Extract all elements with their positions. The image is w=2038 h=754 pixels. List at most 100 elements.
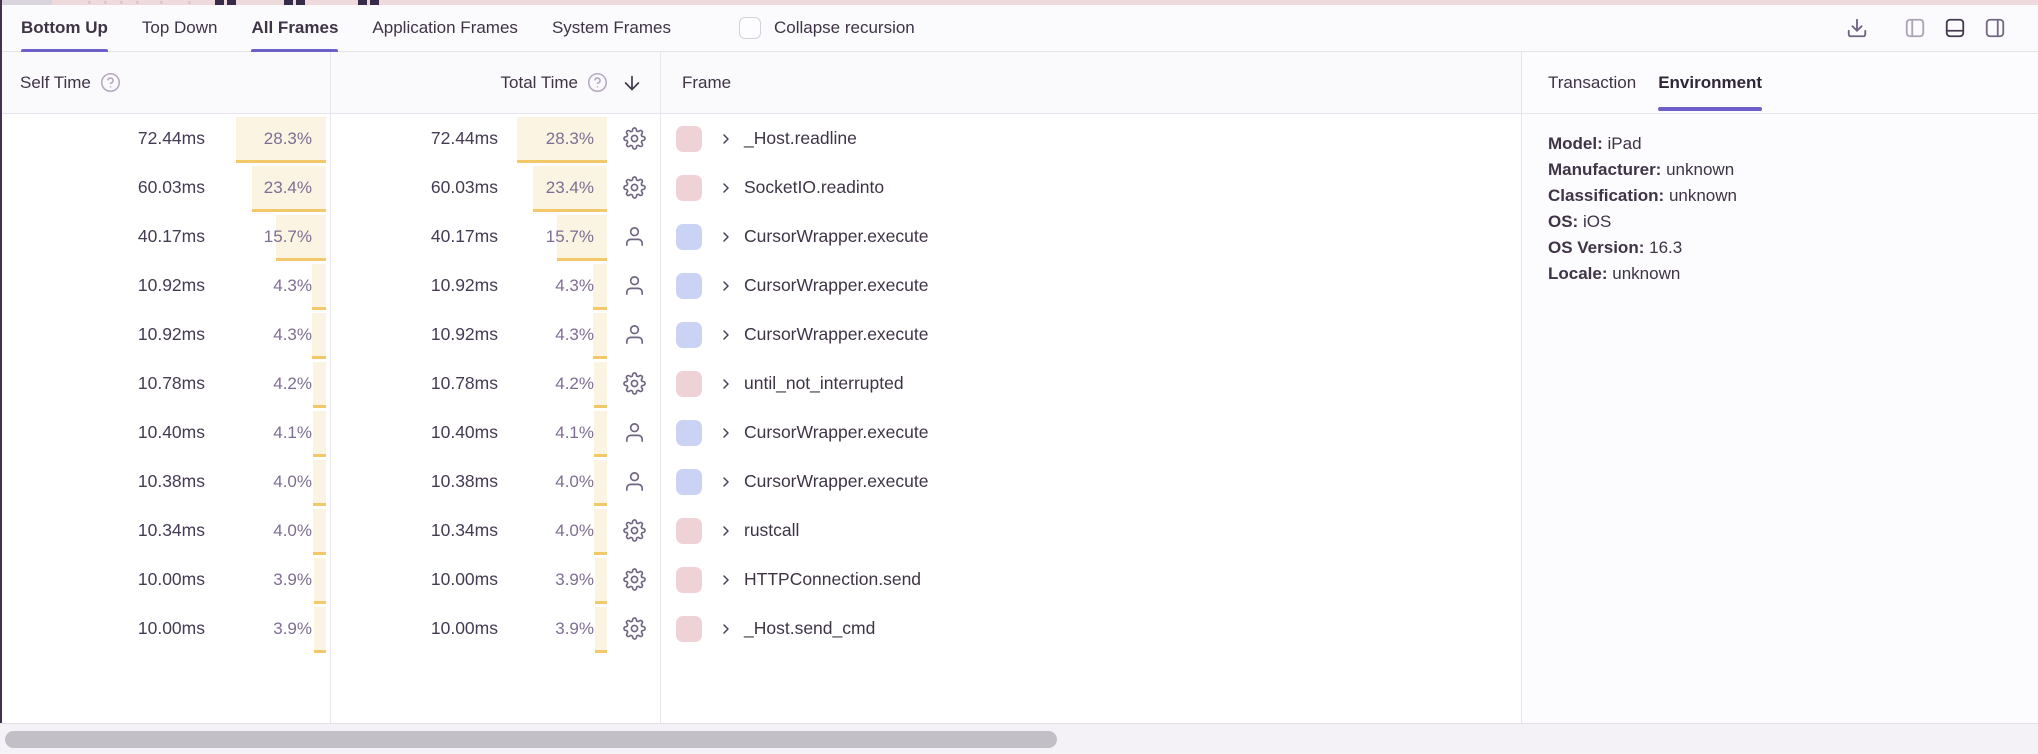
tab-system-frames[interactable]: System Frames — [551, 18, 671, 37]
frame-name: until_not_interrupted — [744, 373, 904, 393]
environment-item-value: iPad — [1607, 134, 1642, 153]
minimap-strip[interactable] — [0, 0, 2038, 5]
environment-item: Classification: unknown — [1548, 183, 2018, 209]
self-time-value: 10.34ms — [137, 520, 205, 540]
tab-application-frames[interactable]: Application Frames — [372, 18, 518, 37]
frame-name: CursorWrapper.execute — [744, 422, 929, 442]
horizontal-scrollbar[interactable] — [0, 723, 2038, 754]
self-time-value: 10.00ms — [137, 569, 205, 589]
self-time-percent: 4.0% — [273, 520, 312, 540]
environment-item-label: Classification: — [1548, 186, 1665, 205]
chevron-right-icon[interactable] — [718, 376, 734, 392]
panel-bottom-icon[interactable] — [1942, 15, 1968, 41]
total-time-cell: 10.92ms 4.3% — [330, 310, 660, 359]
self-time-percent-bar — [314, 607, 326, 653]
self-time-percent: 4.3% — [273, 324, 312, 344]
table-row[interactable]: 72.44ms 28.3% 72.44ms 28.3% — [0, 114, 1521, 163]
self-time-value: 72.44ms — [137, 128, 205, 148]
table-row[interactable]: 10.40ms 4.1% 10.40ms 4.1% — [0, 408, 1521, 457]
download-icon[interactable] — [1844, 15, 1870, 41]
self-time-percent-bar — [313, 460, 326, 506]
self-time-cell: 72.44ms 28.3% — [0, 114, 330, 163]
frame-color-swatch — [676, 566, 702, 593]
main-content: Self Time Total Time — [0, 52, 2038, 723]
system-frame-gear-icon — [621, 126, 647, 152]
frame-color-swatch — [676, 370, 702, 397]
total-time-percent: 15.7% — [545, 226, 594, 246]
help-icon[interactable] — [100, 72, 121, 93]
chevron-right-icon[interactable] — [718, 474, 734, 490]
self-time-percent: 4.1% — [273, 422, 312, 442]
table-row[interactable]: 40.17ms 15.7% 40.17ms 15.7% — [0, 212, 1521, 261]
frame-name: CursorWrapper.execute — [744, 324, 929, 344]
self-time-percent: 4.0% — [273, 471, 312, 491]
chevron-right-icon[interactable] — [718, 572, 734, 588]
chevron-right-icon[interactable] — [718, 327, 734, 343]
self-time-value: 10.92ms — [137, 275, 205, 295]
self-time-cell: 10.38ms 4.0% — [0, 457, 330, 506]
environment-item: Manufacturer: unknown — [1548, 157, 2018, 183]
self-time-percent-bar — [312, 313, 326, 359]
tab-bottom-up[interactable]: Bottom Up — [21, 5, 108, 53]
collapse-recursion-checkbox[interactable] — [738, 17, 761, 39]
minimap-gray-segment — [2, 0, 52, 5]
self-time-percent-bar — [236, 117, 326, 163]
column-header-frame[interactable]: Frame — [660, 52, 1521, 113]
column-header-total-time[interactable]: Total Time — [330, 52, 660, 113]
minimap-tick — [120, 1, 123, 4]
sort-descending-icon[interactable] — [621, 72, 643, 94]
total-time-cell: 10.34ms 4.0% — [330, 506, 660, 555]
chevron-right-icon[interactable] — [718, 523, 734, 539]
self-time-value: 10.40ms — [137, 422, 205, 442]
frame-cell: CursorWrapper.execute — [660, 408, 1521, 457]
table-row[interactable]: 10.92ms 4.3% 10.92ms 4.3% — [0, 261, 1521, 310]
minimap-mark — [227, 0, 236, 5]
chevron-right-icon[interactable] — [718, 278, 734, 294]
chevron-right-icon[interactable] — [718, 180, 734, 196]
self-time-cell: 10.00ms 3.9% — [0, 555, 330, 604]
tab-environment[interactable]: Environment — [1658, 52, 1762, 114]
horizontal-scrollbar-thumb[interactable] — [5, 731, 1057, 748]
environment-item-value: unknown — [1612, 264, 1681, 283]
total-time-percent-bar — [594, 460, 607, 506]
total-time-cell: 10.92ms 4.3% — [330, 261, 660, 310]
column-header-self-time[interactable]: Self Time — [0, 52, 330, 113]
self-time-percent: 23.4% — [263, 177, 312, 197]
table-row[interactable]: 10.00ms 3.9% 10.00ms 3.9% — [0, 604, 1521, 653]
self-time-percent: 4.2% — [273, 373, 312, 393]
table-row[interactable]: 10.34ms 4.0% 10.34ms 4.0% — [0, 506, 1521, 555]
system-frame-gear-icon — [621, 175, 647, 201]
frame-color-swatch — [676, 419, 702, 446]
table-row[interactable]: 10.78ms 4.2% 10.78ms 4.2% — [0, 359, 1521, 408]
minimap-mark — [296, 0, 305, 5]
table-body: 72.44ms 28.3% 72.44ms 28.3% — [0, 114, 1521, 653]
tab-transaction[interactable]: Transaction — [1548, 72, 1637, 92]
table-row[interactable]: 10.38ms 4.0% 10.38ms 4.0% — [0, 457, 1521, 506]
help-icon[interactable] — [587, 72, 608, 93]
self-time-value: 10.00ms — [137, 618, 205, 638]
chevron-right-icon[interactable] — [718, 229, 734, 245]
self-time-cell: 10.40ms 4.1% — [0, 408, 330, 457]
table-row[interactable]: 10.00ms 3.9% 10.00ms 3.9% — [0, 555, 1521, 604]
chevron-right-icon[interactable] — [718, 425, 734, 441]
chevron-right-icon[interactable] — [718, 621, 734, 637]
chevron-right-icon[interactable] — [718, 131, 734, 147]
table-row[interactable]: 60.03ms 23.4% 60.03ms 23.4% — [0, 163, 1521, 212]
frame-name: CursorWrapper.execute — [744, 275, 929, 295]
panel-left-icon[interactable] — [1902, 15, 1928, 41]
self-time-cell: 10.92ms 4.3% — [0, 310, 330, 359]
self-time-value: 10.92ms — [137, 324, 205, 344]
toolbar: Bottom Up Top Down All Frames Applicatio… — [0, 5, 2038, 53]
total-time-value: 40.17ms — [430, 226, 498, 246]
panel-right-icon[interactable] — [1982, 15, 2008, 41]
self-time-percent: 28.3% — [263, 128, 312, 148]
tab-all-frames[interactable]: All Frames — [251, 5, 338, 53]
frame-color-swatch — [676, 125, 702, 152]
system-frame-gear-icon — [621, 518, 647, 544]
self-time-cell: 10.00ms 3.9% — [0, 604, 330, 653]
frame-color-swatch — [676, 468, 702, 495]
table-row[interactable]: 10.92ms 4.3% 10.92ms 4.3% — [0, 310, 1521, 359]
frame-name: HTTPConnection.send — [744, 569, 922, 589]
tab-top-down[interactable]: Top Down — [141, 18, 218, 37]
